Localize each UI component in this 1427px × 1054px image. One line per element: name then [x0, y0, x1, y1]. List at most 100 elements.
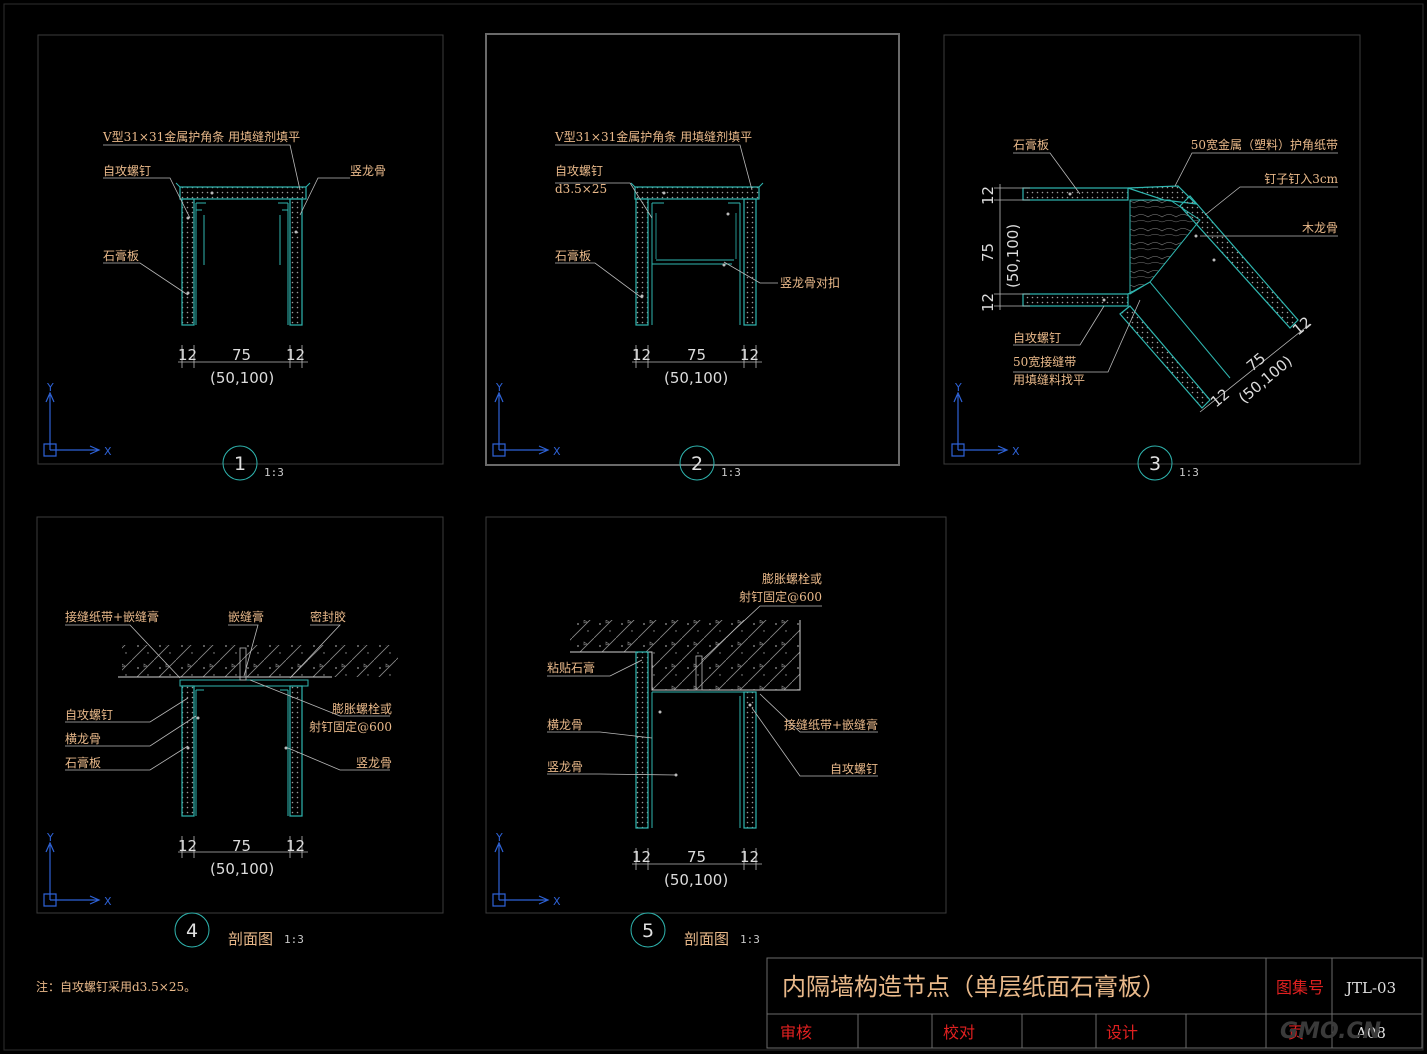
panel-5-label-joint-tape: 接缝纸带+嵌缝膏 [784, 717, 878, 732]
panel-5-dim-note: (50,100) [664, 871, 728, 889]
panel-4-label-track: 横龙骨 [65, 732, 101, 746]
ucs-4-y-label: Y [46, 831, 54, 844]
sheet-frame [3, 3, 1424, 1051]
panel-2-dim-middle: 75 [687, 346, 706, 364]
panel-4-dim-middle: 75 [232, 837, 251, 855]
panel-3-label-filler: 用填缝料找平 [1013, 372, 1085, 387]
ucs-1-x-label: X [104, 445, 112, 458]
panel-4-dim-right: 12 [286, 837, 305, 855]
panel-3-label-gypsum: 石膏板 [1013, 137, 1049, 152]
panel-4-leaders [65, 624, 390, 771]
panel-3-leaders [1013, 152, 1338, 373]
title-block-title: 内隔墙构造节点（单层纸面石膏板） [782, 973, 1166, 1001]
panel-1-label-gypsum: 石膏板 [103, 248, 139, 263]
panel-1-dim-right: 12 [286, 346, 305, 364]
ucs-5-x-label: X [553, 895, 561, 908]
panel-4-label-stud: 竖龙骨 [356, 756, 392, 770]
panel-2-label-screw-size: d3.5×25 [555, 182, 607, 196]
ucs-1-y-label: Y [46, 381, 54, 394]
panel-frame-1 [37, 34, 444, 465]
detail-marker-5: 5 [642, 920, 654, 942]
ucs-3-x-label: X [1012, 445, 1020, 458]
panel-5-dim-left: 12 [632, 848, 651, 866]
panel-2-label-screw: 自攻螺钉 [555, 164, 603, 178]
panel-4-label-joint-tape: 接缝纸带+嵌缝膏 [65, 609, 159, 624]
detail-4-caption: 剖面图 [228, 930, 273, 948]
detail-2-scale: 1:3 [721, 466, 741, 479]
detail-markers [174, 445, 1173, 948]
panel-1-dimension [178, 345, 308, 368]
panel-5-dimension [632, 848, 762, 870]
panel-5-label-bonding-plaster: 粘贴石膏 [547, 660, 595, 675]
panel-2-label-corner-bead: V型31×31金属护角条 用填缝剂填平 [554, 129, 752, 144]
panel-5-label-anchor: 膨胀螺栓或 [762, 571, 822, 586]
detail-marker-4: 4 [186, 920, 198, 942]
panel-5-drawing [570, 620, 801, 829]
panel-4-label-sealant: 密封胶 [310, 609, 346, 624]
ucs-axis-icons [43, 391, 1009, 907]
title-block-review: 审核 [780, 1023, 812, 1042]
panel-1-label-screw: 自攻螺钉 [103, 164, 151, 178]
panel-3-label-corner-tape: 50宽金属（塑料）护角纸带 [1191, 137, 1338, 152]
panel-3-drawing [1022, 185, 1299, 409]
panel-3-label-screw: 自攻螺钉 [1013, 331, 1061, 345]
panel-5-label-screw: 自攻螺钉 [830, 762, 878, 776]
panel-2-dim-right: 12 [740, 346, 759, 364]
panel-3-label-joint-tape: 50宽接缝带 [1013, 354, 1076, 369]
panel-2-dim-note: (50,100) [664, 369, 728, 387]
panel-5-label-track: 横龙骨 [547, 718, 583, 732]
panel-4-dimension [178, 836, 308, 858]
panel-5-label-stud: 竖龙骨 [547, 760, 583, 774]
detail-4-scale: 1:3 [284, 933, 304, 946]
panel-1-dim-note: (50,100) [210, 369, 274, 387]
detail-5-caption: 剖面图 [684, 930, 729, 948]
watermark-logo: GMO.CN [1280, 1019, 1381, 1044]
panel-3-dim-bottom: 12 [979, 293, 997, 312]
panel-3-dim-middle: 75 [979, 243, 997, 262]
title-block-page-label: 页 [1288, 1023, 1304, 1042]
panel-3-dim-note: (50,100) [1004, 224, 1022, 288]
panel-frame-2 [485, 33, 900, 466]
panel-5-leaders [547, 605, 878, 777]
panel-2-leaders [555, 144, 778, 299]
panel-frame-3 [943, 34, 1361, 465]
title-block-check: 校对 [943, 1023, 975, 1042]
ucs-2-y-label: Y [495, 381, 503, 394]
panel-1-dim-middle: 75 [232, 346, 251, 364]
general-note: 注：自攻螺钉采用d3.5×25。 [36, 979, 196, 994]
ucs-5-y-label: Y [495, 831, 503, 844]
ucs-3-y-label: Y [954, 381, 962, 394]
panel-1-label-corner-bead: V型31×31金属护角条 用填缝剂填平 [102, 129, 300, 144]
panel-frame-4 [36, 516, 444, 914]
panel-5-label-anchor-spacing: 射钉固定@600 [739, 589, 822, 604]
panel-2-drawing [630, 182, 764, 326]
detail-5-scale: 1:3 [740, 933, 760, 946]
panel-3-label-nail: 钉子钉入3cm [1264, 172, 1338, 186]
title-block-atlas-label: 图集号 [1276, 978, 1324, 997]
ucs-4-x-label: X [104, 895, 112, 908]
detail-1-scale: 1:3 [264, 466, 284, 479]
panel-frame-5 [485, 516, 947, 914]
panel-4-label-joint-compound: 嵌缝膏 [228, 609, 264, 624]
title-block [766, 957, 1423, 1049]
panel-1-drawing [175, 182, 311, 326]
panel-4-label-screw: 自攻螺钉 [65, 708, 113, 722]
detail-marker-1: 1 [234, 453, 246, 475]
title-block-page-code: A08 [1355, 1024, 1386, 1042]
title-block-design: 设计 [1106, 1023, 1138, 1042]
panel-4-label-gypsum: 石膏板 [65, 755, 101, 770]
detail-marker-2: 2 [691, 453, 703, 475]
panel-1-leaders [103, 144, 350, 296]
ucs-2-x-label: X [553, 445, 561, 458]
panel-1-dim-left: 12 [178, 346, 197, 364]
panel-5-dim-right: 12 [740, 848, 759, 866]
title-block-atlas-code: JTL-03 [1344, 979, 1396, 997]
panel-1-label-stud: 竖龙骨 [350, 164, 386, 178]
panel-3-label-wood-stud: 木龙骨 [1302, 221, 1338, 235]
panel-2-label-gypsum: 石膏板 [555, 248, 591, 263]
panel-4-dim-note: (50,100) [210, 860, 274, 878]
panel-3-dim-top: 12 [979, 186, 997, 205]
panel-4-label-anchor: 膨胀螺栓或 [332, 701, 392, 716]
panel-2-dimension [632, 345, 762, 368]
